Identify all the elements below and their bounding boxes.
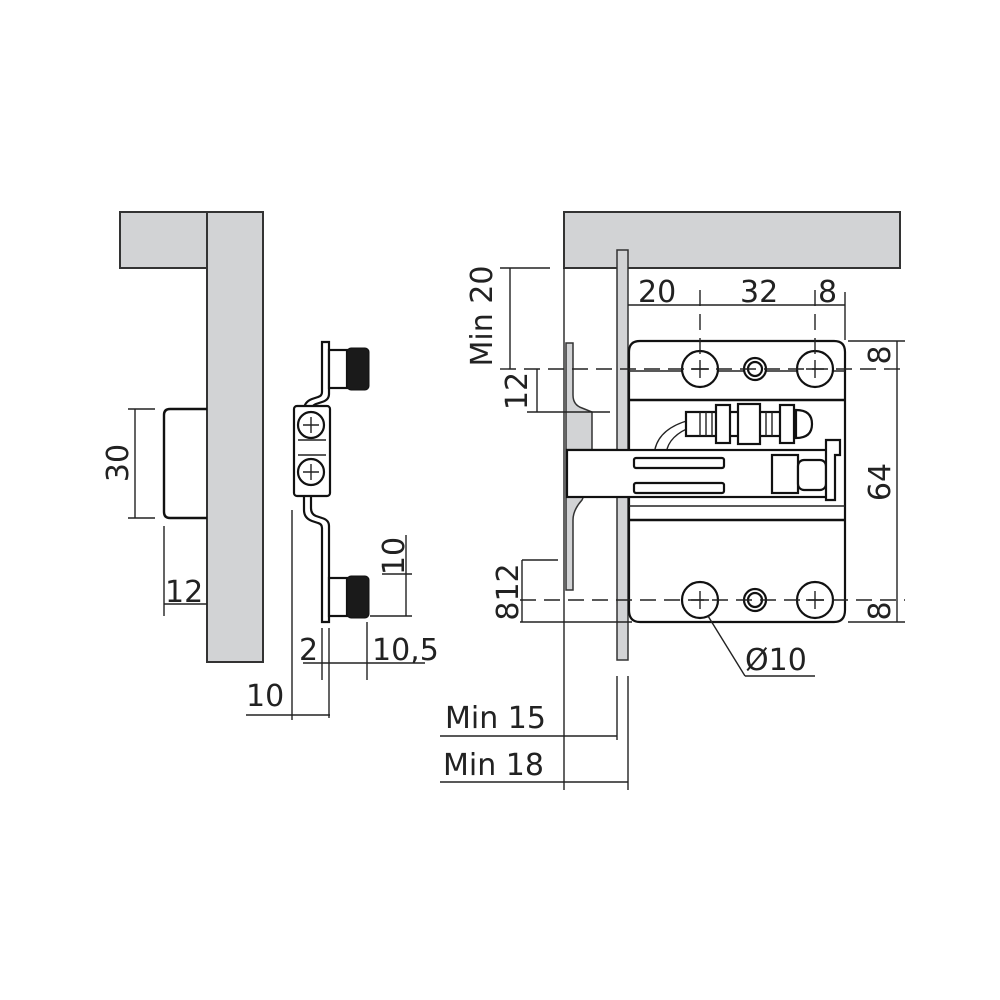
- dim-30: 30: [101, 444, 136, 482]
- connector-pin-upper: [327, 347, 370, 391]
- recess-outline: [162, 407, 207, 520]
- dim-64: 64: [863, 463, 898, 501]
- dim-8-12-bottom: 812: [491, 563, 526, 620]
- dim-min-18: Min 18: [443, 748, 544, 783]
- dim-10-5: 10,5: [372, 633, 439, 668]
- connector-pin-lower: [327, 575, 370, 619]
- dim-32: 32: [740, 275, 778, 310]
- dim-12-top: 12: [500, 372, 535, 410]
- dim-2: 2: [299, 633, 318, 668]
- dim-20: 20: [638, 275, 676, 310]
- dim-8-right-bottom: 8: [863, 601, 898, 620]
- dim-10-depth: 10: [246, 679, 284, 714]
- dim-12-side: 12: [165, 575, 203, 610]
- dim-min-15: Min 15: [445, 701, 546, 736]
- dim-min-20: Min 20: [465, 266, 500, 367]
- dim-diameter-10: Ø10: [745, 643, 807, 678]
- dim-8-top: 8: [818, 275, 837, 310]
- side-view: 30 12 10 2 10,5: [101, 211, 439, 720]
- cam-block: [770, 453, 800, 495]
- dim-8-right-top: 8: [863, 345, 898, 364]
- cabinet-top-panel: [119, 211, 208, 269]
- dim-10-connector: 10: [377, 537, 412, 575]
- cabinet-top-panel-front: [563, 211, 901, 269]
- cabinet-side-panel: [206, 211, 264, 663]
- front-view: 20 32 8 8 64 8 Min 20 12 812 Ø10 Min 15 …: [440, 211, 905, 790]
